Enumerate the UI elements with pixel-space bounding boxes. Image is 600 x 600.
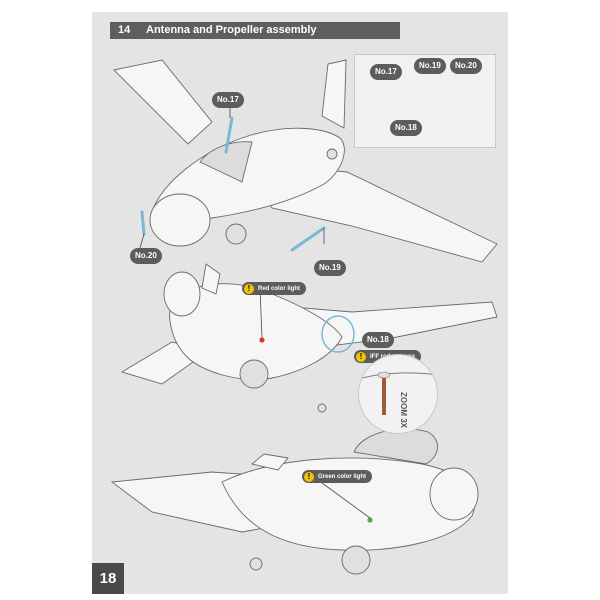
zoom-detail-circle bbox=[358, 354, 438, 434]
note-green-light: ! Green color light bbox=[302, 470, 373, 483]
callout-no20: No.20 bbox=[130, 248, 162, 264]
red-light-marker bbox=[259, 337, 265, 343]
step-title: Antenna and Propeller assembly bbox=[146, 24, 317, 36]
inset-tag-no17: No.17 bbox=[370, 64, 402, 80]
aircraft2-nose bbox=[163, 271, 201, 317]
inset-tag-no19: No.19 bbox=[414, 58, 446, 74]
warning-icon: ! bbox=[356, 351, 366, 362]
aircraft1-left-wing bbox=[113, 59, 213, 145]
aircraft3-fuselage bbox=[221, 457, 475, 551]
note-green-light-text: Green color light bbox=[318, 473, 367, 480]
aircraft1-cockpit bbox=[199, 141, 253, 183]
note-red-light-text: Red color light bbox=[258, 285, 300, 292]
manual-page: 14 Antenna and Propeller assembly No.17 … bbox=[92, 12, 508, 594]
page-number: 18 bbox=[92, 563, 124, 594]
step-header: 14 Antenna and Propeller assembly bbox=[110, 22, 400, 39]
step-number: 14 bbox=[118, 24, 131, 36]
warning-icon: ! bbox=[244, 283, 254, 294]
green-light-marker bbox=[367, 517, 373, 523]
iff-rod-antenna-part bbox=[382, 375, 386, 415]
inset-tag-no20: No.20 bbox=[450, 58, 482, 74]
inset-tag-no18: No.18 bbox=[390, 120, 422, 136]
aircraft2-wheel bbox=[239, 359, 269, 389]
aircraft1-fin bbox=[321, 59, 347, 129]
zoom-detail-drawing bbox=[359, 371, 437, 415]
warning-icon: ! bbox=[304, 471, 314, 482]
aircraft1-nose bbox=[149, 193, 211, 247]
callout-no17: No.17 bbox=[212, 92, 244, 108]
part-no17-antenna bbox=[224, 116, 234, 154]
callout-no18: No.18 bbox=[362, 332, 394, 348]
part-no20-propeller bbox=[140, 210, 146, 236]
zoom-label: ZOOM 3X bbox=[399, 392, 408, 429]
aircraft3-canopy bbox=[353, 428, 438, 465]
aircraft1-wheel bbox=[225, 223, 247, 245]
aircraft3-nose bbox=[429, 467, 479, 521]
part-no19-antenna bbox=[290, 226, 326, 252]
note-red-light: ! Red color light bbox=[242, 282, 306, 295]
aircraft3-wheel bbox=[341, 545, 371, 575]
callout-no19: No.19 bbox=[314, 260, 346, 276]
aircraft2-fin bbox=[201, 263, 221, 295]
aircraft3-fin bbox=[251, 453, 289, 471]
assembly-illustration bbox=[110, 59, 498, 575]
